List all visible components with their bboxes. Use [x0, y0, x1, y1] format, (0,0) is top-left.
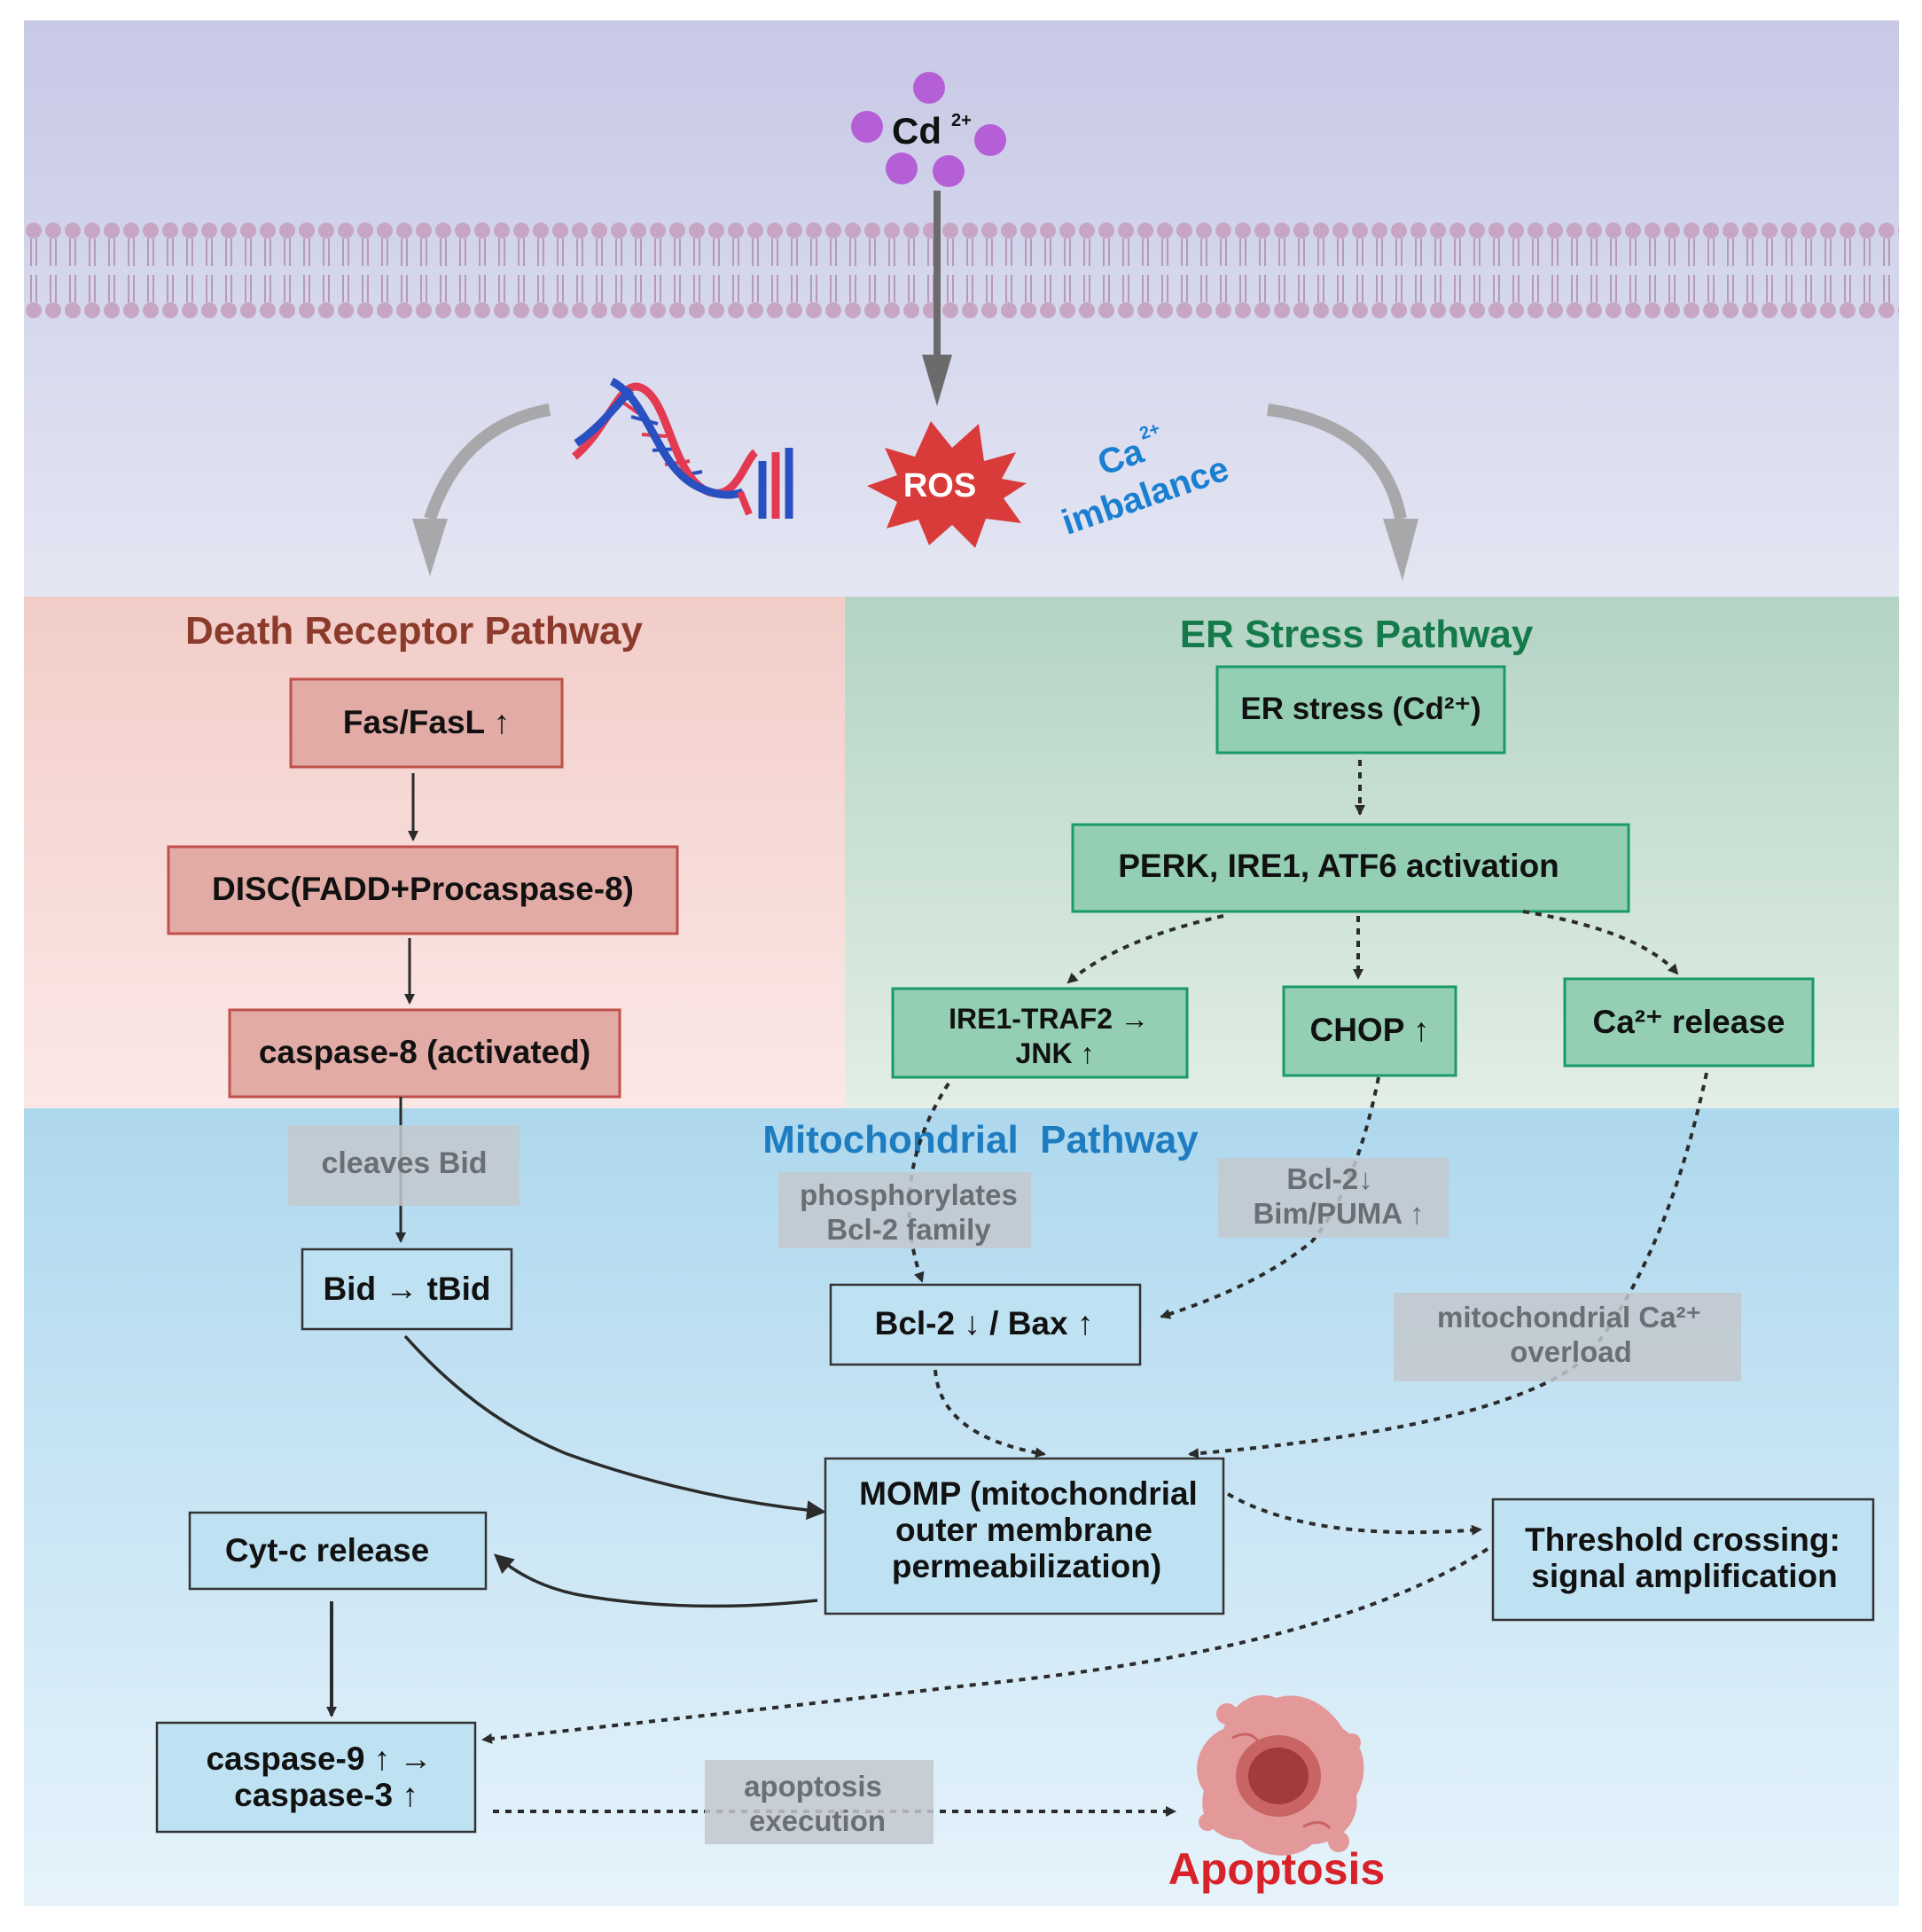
- arrow-bid-to-momp: [403, 1334, 826, 1521]
- momp-box: [824, 1457, 1225, 1615]
- left-curved-arrowhead: [412, 519, 448, 576]
- activation-box: [1071, 823, 1630, 913]
- er-stress-box-label: ER stress (Cd²⁺): [1240, 692, 1481, 726]
- threshold-label-line1: Threshold crossing:: [1525, 1521, 1840, 1558]
- disc-label: DISC(FADD+Procaspase-8): [212, 871, 634, 907]
- cd-entry-arrowhead: [922, 355, 952, 406]
- caspase9-label-line1: caspase-9 ↑ →: [206, 1740, 432, 1777]
- arrow-momp-to-cytc: [493, 1553, 818, 1608]
- execution-tag: [705, 1760, 934, 1844]
- phosphorylates-label-line1: phosphorylates: [800, 1178, 1018, 1211]
- dna-icon: [572, 377, 793, 519]
- fas-label: Fas/FasL ↑: [343, 704, 511, 740]
- cleaves-bid-label: cleaves Bid: [321, 1146, 487, 1180]
- arrow-activation-to-ire1: [1066, 914, 1224, 984]
- arrow-bcl2-to-momp: [934, 1369, 1046, 1459]
- mitochondrial-title: Mitochondrial Pathway: [762, 1118, 1199, 1162]
- apoptosis-label: Apoptosis: [1168, 1844, 1385, 1894]
- bcl2-bim-tag: [1218, 1158, 1449, 1238]
- fas-box: [289, 677, 564, 769]
- threshold-label-line2: signal amplification: [1531, 1558, 1837, 1594]
- ire1-label-line2: JNK ↑: [1016, 1037, 1095, 1069]
- er-stress-title: ER Stress Pathway: [1180, 613, 1534, 656]
- bcl2-bim-label-line1: Bcl-2↓: [1286, 1162, 1372, 1195]
- cd-superscript: 2+: [951, 111, 972, 130]
- phosphorylates-label-line2: Bcl-2 family: [826, 1213, 991, 1246]
- bcl2-bax-box: [829, 1283, 1142, 1366]
- mito-ca-overload-line1: mitochondrial Ca²⁺: [1437, 1301, 1701, 1334]
- bid-tbid-box: [301, 1248, 513, 1331]
- caspase9-box: [155, 1721, 477, 1834]
- chop-label: CHOP ↑: [1309, 1012, 1429, 1048]
- activation-label: PERK, IRE1, ATF6 activation: [1118, 848, 1559, 884]
- momp-label-line3: permeabilization): [892, 1548, 1161, 1584]
- cd-label: Cd: [892, 110, 941, 152]
- execution-label-line2: execution: [749, 1804, 886, 1837]
- cleaves-bid-tag: [288, 1125, 520, 1206]
- cell-membrane: [24, 222, 1899, 319]
- apoptotic-cell-icon: [1197, 1694, 1364, 1856]
- bcl2-bax-label: Bcl-2 ↓ / Bax ↑: [875, 1305, 1094, 1341]
- momp-label-line1: MOMP (mitochondrial: [859, 1475, 1198, 1512]
- caspase8-label: caspase-8 (activated): [259, 1034, 590, 1070]
- ca-release-label: Ca²⁺ release: [1593, 1004, 1785, 1040]
- arrow-chop-to-bcl2: [1160, 1076, 1380, 1319]
- ire1-box: [891, 987, 1189, 1079]
- bid-tbid-label: Bid → tBid: [323, 1271, 490, 1307]
- bcl2-bim-label-line2: Bim/PUMA ↑: [1253, 1197, 1424, 1230]
- arrow-activation-to-ca-release: [1522, 910, 1679, 975]
- right-curved-arrow: [1267, 403, 1407, 520]
- cytc-label: Cyt-c release: [225, 1532, 429, 1568]
- right-curved-arrowhead: [1383, 519, 1418, 581]
- arrow-threshold-to-caspase9: [481, 1547, 1489, 1744]
- threshold-box: [1491, 1498, 1875, 1622]
- cytc-box: [188, 1511, 488, 1591]
- cd-ions-icon: [851, 72, 1006, 187]
- mito-ca-overload-tag: [1394, 1293, 1741, 1381]
- chop-box: [1282, 985, 1457, 1077]
- caspase8-box: [228, 1008, 621, 1099]
- er-stress-box: [1215, 665, 1506, 755]
- ire1-label-line1: IRE1-TRAF2 →: [949, 1003, 1149, 1035]
- mito-ca-overload-line2: overload: [1510, 1335, 1632, 1368]
- left-curved-arrow: [424, 403, 551, 521]
- momp-label-line2: outer membrane: [895, 1512, 1152, 1548]
- arrow-momp-to-threshold: [1226, 1492, 1482, 1536]
- caspase9-label-line2: caspase-3 ↑: [234, 1777, 418, 1813]
- ros-burst-icon: [867, 421, 1027, 548]
- disc-box: [167, 845, 679, 935]
- ca-release-box: [1563, 977, 1815, 1068]
- ros-label: ROS: [903, 467, 976, 505]
- death-receptor-title: Death Receptor Pathway: [185, 609, 643, 653]
- execution-label-line1: apoptosis: [744, 1770, 882, 1803]
- phosphorylates-tag: [778, 1172, 1031, 1248]
